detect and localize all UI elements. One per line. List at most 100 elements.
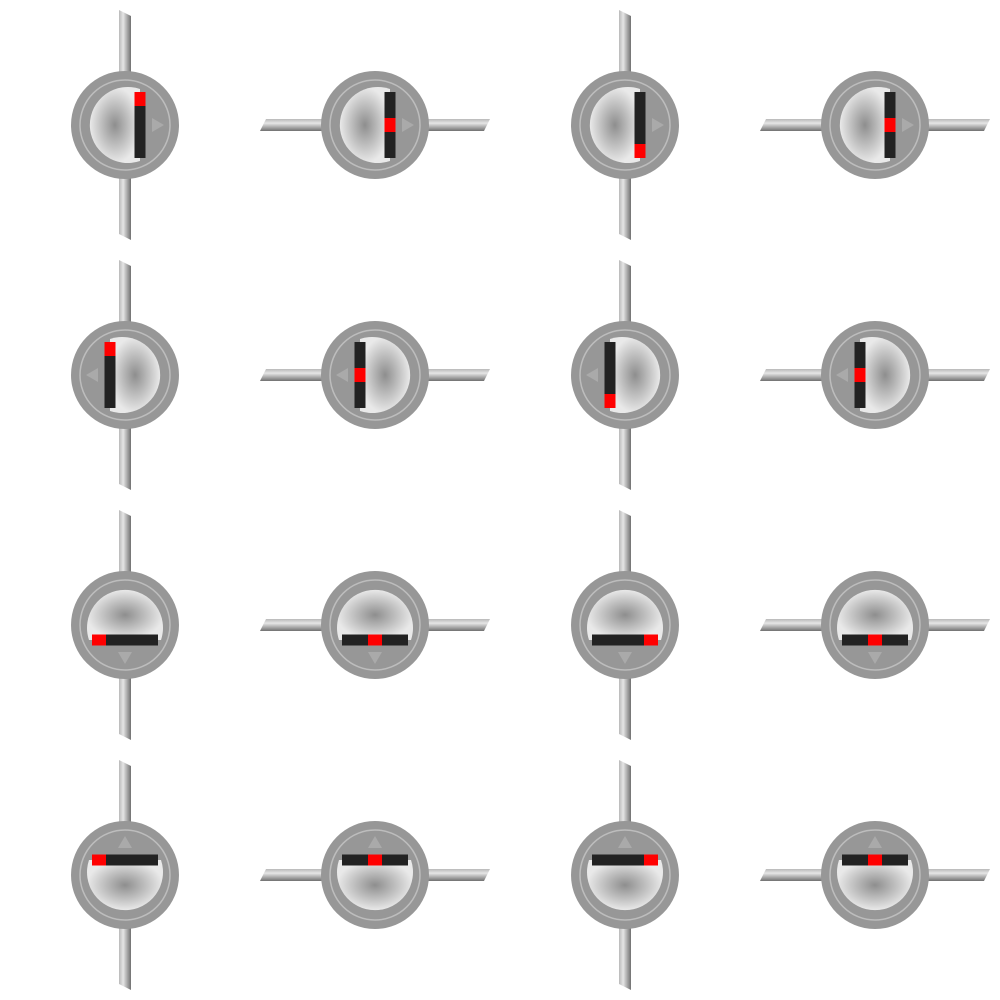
- switch-symbol-r3c3: [571, 510, 679, 740]
- contact-arm-left: [760, 869, 825, 881]
- contact-arm-left: [260, 369, 325, 381]
- contact-arm-top: [119, 510, 131, 575]
- switch-dome: [339, 87, 390, 163]
- slider-position-indicator: [884, 118, 896, 132]
- contact-arm-left: [260, 119, 325, 131]
- switch-symbol-r4c4: [760, 821, 990, 929]
- contact-arm-right: [425, 619, 490, 631]
- switch-dome: [89, 87, 140, 164]
- contact-arm-bottom: [619, 675, 631, 740]
- direction-arrow-down-icon: [618, 652, 632, 664]
- switch-dome: [337, 860, 414, 911]
- direction-arrow-right-icon: [402, 118, 414, 132]
- direction-arrow-left-icon: [586, 368, 598, 382]
- contact-arm-bottom: [119, 925, 131, 990]
- switch-inner-ring: [829, 829, 921, 921]
- switch-inner-ring: [579, 579, 671, 671]
- direction-arrow-right-icon: [652, 118, 664, 132]
- switch-symbol-r1c3: [571, 10, 679, 240]
- switch-symbol-r1c2: [260, 71, 490, 179]
- contact-arm-right: [425, 869, 490, 881]
- slider-position-indicator: [868, 634, 882, 646]
- switch-symbol-r1c4: [760, 71, 990, 179]
- contact-arm-right: [925, 619, 990, 631]
- slider-bar: [604, 342, 616, 408]
- direction-arrow-right-icon: [902, 118, 914, 132]
- contact-arm-top: [619, 760, 631, 825]
- direction-arrow-left-icon: [86, 368, 98, 382]
- contact-arm-top: [119, 760, 131, 825]
- switch-inner-ring: [829, 329, 921, 421]
- switch-dome: [587, 589, 663, 640]
- switch-symbol-r3c4: [760, 571, 990, 679]
- switch-symbol-r4c2: [260, 821, 490, 929]
- contact-arm-bottom: [619, 425, 631, 490]
- switch-inner-ring: [829, 79, 921, 171]
- contact-arm-left: [760, 619, 825, 631]
- contact-arm-top: [619, 10, 631, 75]
- slider-position-indicator: [634, 144, 646, 158]
- switch-symbol-r4c1: [71, 760, 179, 990]
- switch-inner-ring: [79, 579, 171, 671]
- slider-position-indicator: [868, 854, 882, 866]
- switch-symbol-r3c1: [71, 510, 179, 740]
- switch-dome: [837, 589, 913, 640]
- switch-inner-ring: [579, 79, 671, 171]
- switch-inner-ring: [79, 79, 171, 171]
- switch-dome: [837, 860, 913, 911]
- switch-dome: [337, 589, 414, 640]
- contact-arm-bottom: [119, 675, 131, 740]
- switch-symbol-r2c1: [71, 260, 179, 490]
- switch-inner-ring: [829, 579, 921, 671]
- direction-arrow-left-icon: [336, 368, 348, 382]
- switch-dome: [87, 860, 163, 911]
- switch-inner-ring: [329, 79, 421, 171]
- slider-position-indicator: [92, 634, 106, 646]
- slider-bar: [592, 854, 658, 866]
- switch-dome: [87, 589, 163, 640]
- slider-position-indicator: [134, 92, 146, 106]
- direction-arrow-up-icon: [118, 836, 132, 848]
- slider-position-indicator: [604, 394, 616, 408]
- switch-inner-ring: [579, 329, 671, 421]
- direction-arrow-up-icon: [368, 836, 382, 848]
- switch-symbol-r2c2: [260, 321, 490, 429]
- switch-inner-ring: [579, 829, 671, 921]
- switch-dome: [587, 860, 663, 911]
- contact-arm-top: [119, 10, 131, 75]
- switch-symbol-r2c4: [760, 321, 990, 429]
- switch-dome: [589, 87, 640, 163]
- slider-position-indicator: [354, 368, 366, 382]
- switch-symbol-r3c2: [260, 571, 490, 679]
- slider-bar: [634, 92, 646, 158]
- direction-arrow-down-icon: [368, 652, 382, 664]
- switch-dome: [110, 337, 161, 413]
- contact-arm-left: [760, 119, 825, 131]
- contact-arm-bottom: [619, 175, 631, 240]
- contact-arm-right: [425, 119, 490, 131]
- contact-arm-right: [925, 119, 990, 131]
- slider-position-indicator: [854, 368, 866, 382]
- contact-arm-left: [260, 619, 325, 631]
- contact-arm-top: [619, 510, 631, 575]
- switch-inner-ring: [329, 829, 421, 921]
- slider-position-indicator: [644, 854, 658, 866]
- slider-position-indicator: [384, 118, 396, 132]
- direction-arrow-down-icon: [118, 652, 132, 664]
- slider-position-indicator: [368, 634, 382, 646]
- switch-dome: [860, 337, 911, 413]
- direction-arrow-down-icon: [868, 652, 882, 664]
- direction-arrow-left-icon: [836, 368, 848, 382]
- switch-inner-ring: [329, 579, 421, 671]
- contact-arm-left: [260, 869, 325, 881]
- contact-arm-right: [425, 369, 490, 381]
- contact-arm-bottom: [119, 175, 131, 240]
- contact-arm-right: [925, 369, 990, 381]
- contact-arm-right: [925, 869, 990, 881]
- slider-bar: [134, 92, 146, 158]
- contact-arm-top: [119, 260, 131, 325]
- switch-inner-ring: [79, 829, 171, 921]
- slider-bar: [92, 854, 158, 866]
